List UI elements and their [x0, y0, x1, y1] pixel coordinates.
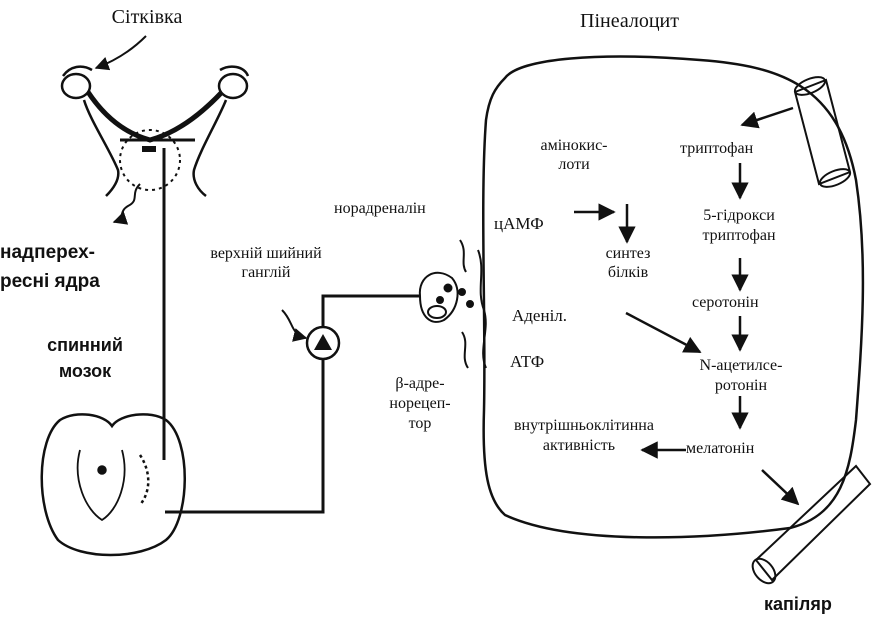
retina-structure: [60, 65, 250, 197]
synapse-terminal: [418, 239, 487, 369]
pathway-arrows: [574, 106, 800, 506]
label-atp: АТФ: [510, 352, 545, 371]
capillary-top: [793, 76, 852, 188]
ganglion-symbol: [305, 325, 341, 361]
label-n-acetylserotonin: N-ацетилсе- ротонін: [699, 357, 783, 394]
label-noradrenaline: норадреналін: [334, 200, 426, 217]
label-beta-receptor: β-адре- норецеп- тор: [389, 375, 451, 432]
label-melatonin: мелатонін: [686, 440, 755, 457]
label-intracellular-activity: внутрішньоклітинна активність: [514, 417, 654, 454]
ganglion-arrow: [281, 309, 308, 342]
label-capillary: капіляр: [764, 594, 832, 614]
pinealocyte-membrane: [482, 55, 865, 539]
label-ganglion: верхній шийний ганглій: [210, 245, 322, 282]
label-pinealocyte: Пінеалоцит: [580, 10, 680, 32]
spinal-cord-section: [40, 413, 186, 557]
label-camp: цАМФ: [494, 214, 544, 233]
pathway-to-pineal: [321, 294, 420, 327]
label-suprachiasmatic: надперех- ресні ядра: [0, 242, 100, 293]
label-retina: Сітківка: [111, 6, 183, 28]
retina-arrow: [94, 35, 147, 71]
capillary-bottom: [751, 464, 872, 585]
label-amino-acids: амінокис- лоти: [540, 137, 608, 174]
pathway-to-ganglion: [165, 360, 325, 514]
label-5-hydroxytryptophan: 5-гідрокси триптофан: [702, 207, 776, 244]
nuclei-squiggle: [112, 183, 141, 225]
label-tryptophan: триптофан: [680, 140, 754, 157]
label-spinal-cord: спинний мозок: [47, 335, 123, 382]
label-serotonin: серотонін: [692, 294, 759, 311]
label-adenylate: Аденіл.: [512, 306, 568, 325]
label-protein-synthesis: синтез білків: [605, 245, 651, 282]
